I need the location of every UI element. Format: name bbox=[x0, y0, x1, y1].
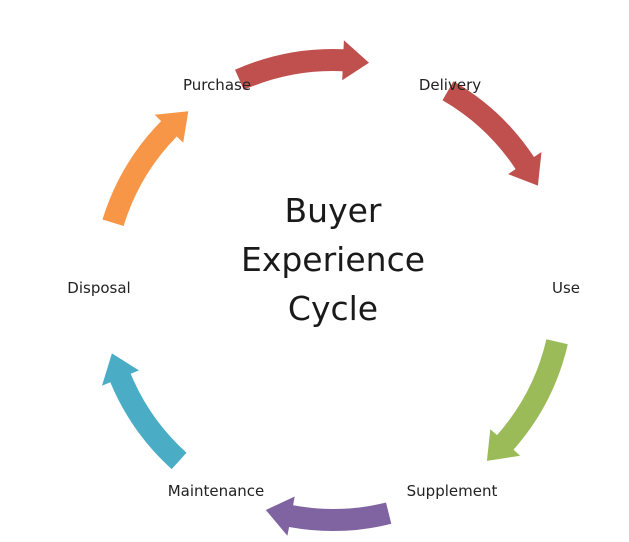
arrow-maintenance-to-disposal bbox=[102, 353, 187, 470]
center-title-line-3: Cycle bbox=[288, 289, 378, 328]
arrow-purchase-to-delivery bbox=[235, 40, 369, 90]
stage-label-delivery: Delivery bbox=[419, 76, 481, 94]
stage-label-purchase: Purchase bbox=[183, 76, 251, 94]
arrow-use-to-supplement bbox=[486, 339, 568, 461]
arrow-supplement-to-maintenance bbox=[265, 496, 392, 536]
center-title-line-1: Buyer bbox=[285, 191, 382, 230]
stage-label-use: Use bbox=[552, 279, 580, 297]
stage-label-supplement: Supplement bbox=[407, 482, 498, 500]
stage-label-disposal: Disposal bbox=[67, 279, 130, 297]
center-title-line-2: Experience bbox=[241, 240, 425, 279]
arrow-disposal-to-purchase bbox=[102, 111, 189, 226]
stage-label-maintenance: Maintenance bbox=[168, 482, 265, 500]
arrow-delivery-to-use bbox=[442, 81, 542, 186]
